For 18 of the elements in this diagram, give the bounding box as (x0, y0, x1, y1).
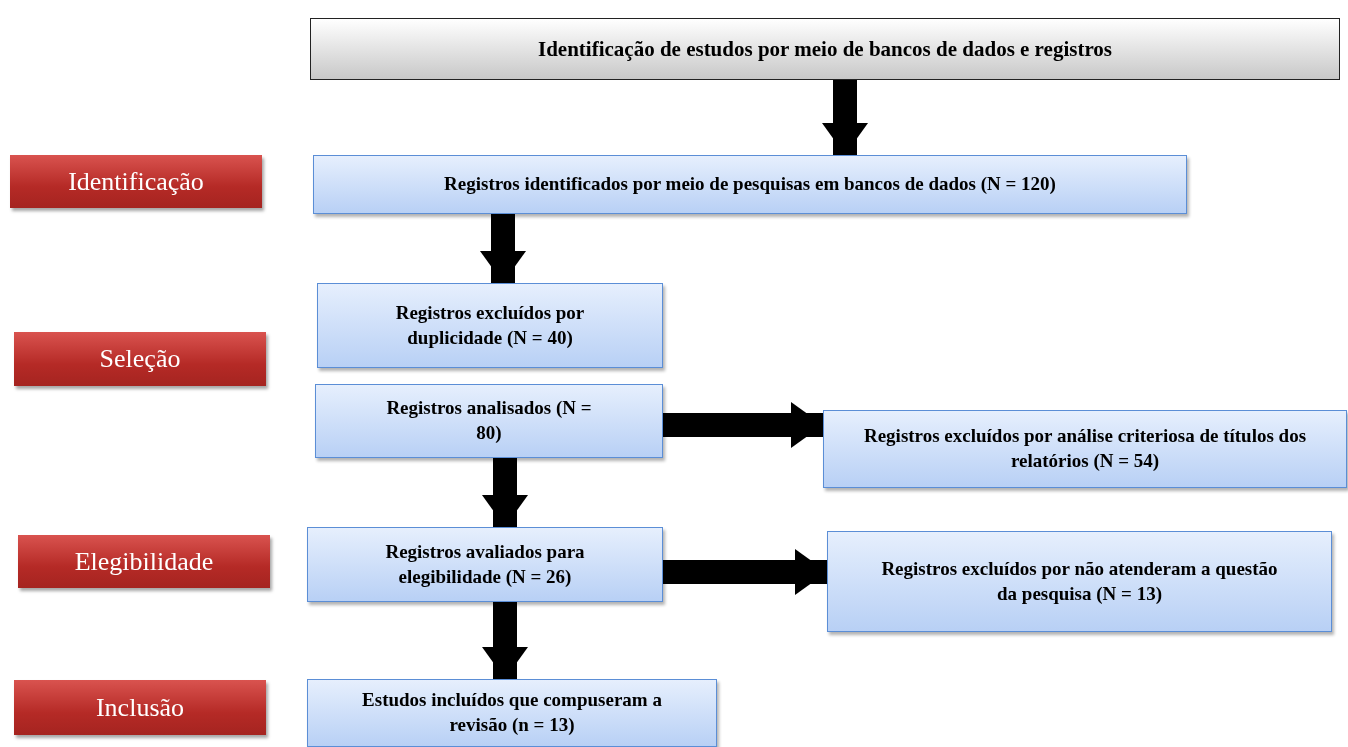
process-box: Registros excluídos por duplicidade (N = 40) (317, 283, 663, 368)
stage-label: Inclusão (14, 680, 266, 735)
arrow (482, 602, 528, 679)
arrow (822, 80, 868, 155)
arrow (480, 214, 526, 283)
arrow (663, 402, 823, 448)
header-box: Identificação de estudos por meio de bancos de dados e registros (310, 18, 1340, 80)
process-box: Registros analisados (N = 80) (315, 384, 663, 458)
process-box: Registros avaliados para elegibilidade (N = 26) (307, 527, 663, 602)
stage-label: Identificação (10, 155, 262, 208)
arrow (663, 549, 827, 595)
process-box: Estudos incluídos que compuseram a revisão (n = 13) (307, 679, 717, 747)
stage-label: Elegibilidade (18, 535, 270, 588)
process-box: Registros excluídos por análise criteriosa de títulos dos relatórios (N = 54) (823, 410, 1347, 488)
stage-label: Seleção (14, 332, 266, 386)
process-box: Registros identificados por meio de pesquisas em bancos de dados (N = 120) (313, 155, 1187, 214)
arrow (482, 458, 528, 527)
process-box: Registros excluídos por não atenderam a questão da pesquisa (N = 13) (827, 531, 1332, 632)
